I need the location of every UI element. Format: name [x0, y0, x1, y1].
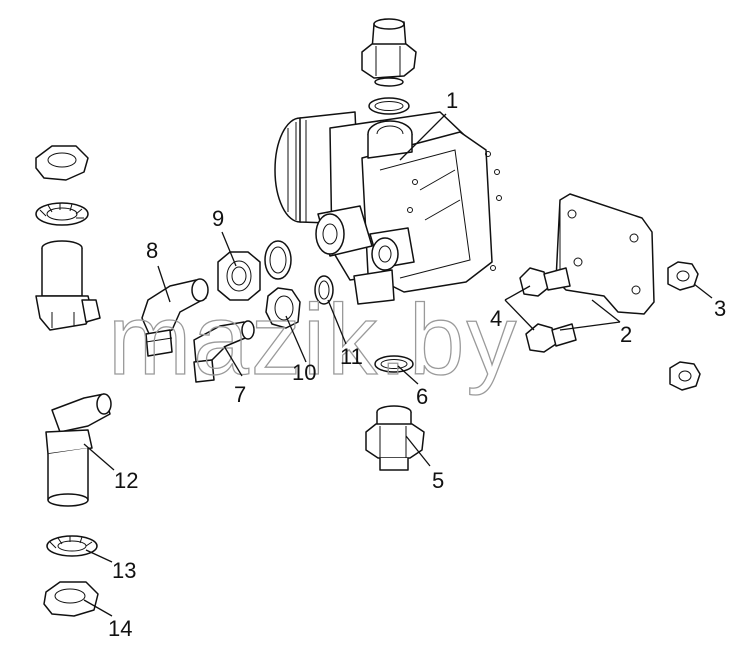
- callout-7: 7: [234, 382, 246, 407]
- leader-lines: [83, 113, 713, 617]
- callout-numbers: 1 2 3 4 5 6 7 8 9 10 11 12 13 14: [108, 88, 726, 641]
- callout-2: 2: [620, 322, 632, 347]
- hex-nut-top-left: [35, 145, 89, 181]
- callout-14: 14: [108, 616, 132, 641]
- callout-10: 10: [292, 360, 316, 385]
- callout-5: 5: [432, 468, 444, 493]
- top-plug-part: [361, 18, 417, 87]
- bolt-upper: [519, 267, 571, 297]
- callout-4: 4: [490, 306, 502, 331]
- top-sealing-washer: [368, 97, 410, 115]
- watermark-text: mazik.by: [108, 284, 519, 396]
- flange-nut-upper: [667, 261, 699, 291]
- callout-12: 12: [114, 468, 138, 493]
- small-union-nut-part: [265, 287, 301, 329]
- hex-nut-14: [43, 581, 99, 617]
- lock-washer-13: [46, 535, 98, 557]
- oring-large: [264, 240, 292, 280]
- flange-nut-lower: [669, 361, 701, 391]
- callout-8: 8: [146, 238, 158, 263]
- oring-small: [314, 275, 334, 305]
- lock-washer-top-left: [35, 202, 89, 226]
- callout-6: 6: [416, 384, 428, 409]
- valve-body-part: [274, 111, 502, 305]
- elbow-fitting-part: [141, 278, 209, 357]
- callout-3: 3: [714, 296, 726, 321]
- bottom-plug-part: [365, 405, 425, 471]
- bolt-lower: [525, 323, 577, 353]
- callout-9: 9: [212, 206, 224, 231]
- callout-11: 11: [340, 344, 363, 369]
- union-nut-part: [217, 251, 261, 301]
- lower-sealing-washer: [374, 355, 414, 373]
- angled-connector-part: [45, 393, 112, 507]
- bracket-plate-part: [555, 193, 655, 315]
- callout-1: 1: [446, 88, 458, 113]
- small-elbow-fitting-part: [193, 320, 255, 383]
- straight-connector-part: [35, 240, 101, 331]
- callout-13: 13: [112, 558, 136, 583]
